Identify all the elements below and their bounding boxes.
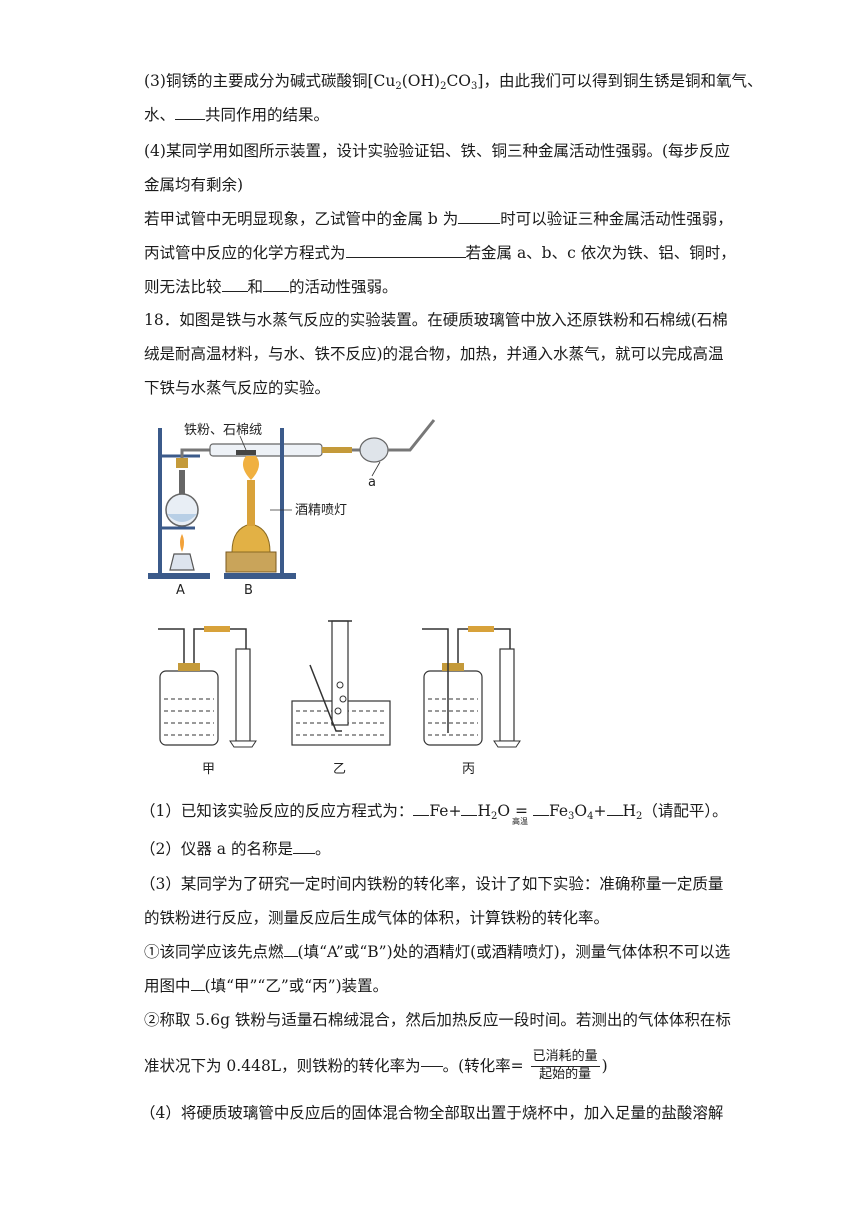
q18-sub3-line2: 的铁粉进行反应，测量反应后生成气体的体积，计算铁粉的转化率。 bbox=[144, 909, 610, 927]
q17-part3-line1: (3)铜锈的主要成分为碱式碳酸铜[Cu2(OH)2CO3]，由此我们可以得到铜生… bbox=[144, 72, 763, 92]
q17-part4-line5: 则无法比较和的活动性强弱。 bbox=[144, 278, 398, 296]
pointer-iron bbox=[239, 435, 247, 451]
iron-powder bbox=[236, 450, 256, 455]
answer-blank[interactable] bbox=[221, 290, 248, 292]
stand-a-base bbox=[148, 573, 210, 579]
q18-sub1: （1）已知该实验反应的反应方程式为：Fe+H2O =高温 Fe3O4+H2（请配… bbox=[140, 802, 728, 826]
right-connector bbox=[322, 447, 352, 453]
alcohol-blast-lamp bbox=[231, 523, 271, 553]
answer-blank[interactable] bbox=[283, 955, 298, 957]
q18-sub3-2-line2: 准状况下为 0.448L，则铁粉的转化率为。(转化率= 已消耗的量起始的量) bbox=[144, 1049, 608, 1083]
conversion-rate-fraction: 已消耗的量起始的量 bbox=[530, 1049, 600, 1083]
q18-sub3-1-line1: ①该同学应该先点燃(填“A”或“B”)处的酒精灯(或酒精喷灯)，测量气体体积不可… bbox=[144, 943, 731, 961]
answer-blank[interactable] bbox=[420, 1065, 443, 1068]
alcohol-lamp-a bbox=[169, 553, 195, 571]
q18-intro-line1: 18．如图是铁与水蒸气反应的实验装置。在硬质玻璃管中放入还原铁粉和石棉绒(石棉 bbox=[144, 311, 728, 329]
answer-blank[interactable] bbox=[345, 256, 466, 258]
label-a: a bbox=[368, 475, 376, 490]
answer-blank[interactable] bbox=[263, 290, 290, 292]
flame-b bbox=[242, 456, 260, 480]
label-A: A bbox=[176, 583, 185, 598]
lamp-b-base bbox=[225, 551, 277, 573]
q17-part4-line2: 金属均有剩余) bbox=[144, 176, 244, 194]
answer-blank[interactable] bbox=[190, 989, 205, 991]
label-jia: 甲 bbox=[202, 762, 215, 777]
device-jia bbox=[158, 626, 257, 748]
lamp-b-stem bbox=[247, 480, 255, 526]
connecting-tube bbox=[180, 448, 210, 458]
answer-blank[interactable] bbox=[292, 852, 315, 854]
fraction-denominator: 起始的量 bbox=[539, 1066, 592, 1082]
flask-stopper bbox=[176, 458, 188, 468]
flame-a bbox=[180, 534, 184, 552]
q18-sub2: （2）仪器 a 的名称是。 bbox=[140, 840, 331, 858]
stand-b-base bbox=[224, 573, 296, 579]
reaction-condition: =高温 bbox=[512, 802, 529, 826]
device-bing bbox=[422, 626, 521, 748]
answer-blank[interactable] bbox=[458, 222, 501, 224]
q17-part4-line3: 若甲试管中无明显现象，乙试管中的金属 b 为时可以验证三种金属活动性强弱， bbox=[144, 210, 733, 228]
drying-tube-bulb bbox=[359, 437, 389, 463]
label-bing: 丙 bbox=[462, 762, 475, 777]
answer-blank[interactable] bbox=[461, 814, 478, 816]
answer-blank[interactable] bbox=[606, 814, 623, 816]
stand-a-rod bbox=[158, 428, 162, 574]
gas-collection-figure: 甲 乙 丙 bbox=[158, 620, 521, 777]
label-yi: 乙 bbox=[333, 762, 346, 777]
answer-blank[interactable] bbox=[413, 814, 430, 816]
answer-blank[interactable] bbox=[532, 814, 549, 816]
outlet-tube bbox=[388, 419, 436, 452]
q17-part3-line2: 水、共同作用的结果。 bbox=[144, 106, 330, 124]
q18-intro-line2: 绒是耐高温材料，与水、铁不反应)的混合物，加热，并通入水蒸气，就可以完成高温 bbox=[144, 345, 724, 363]
q17-part4-line4: 丙试管中反应的化学方程式为若金属 a、b、c 依次为铁、铝、铜时， bbox=[144, 244, 736, 262]
hard-glass-tube bbox=[209, 443, 323, 457]
label-blast-lamp: 酒精喷灯 bbox=[295, 503, 347, 518]
q18-sub3-1-line2: 用图中(填“甲”“乙”或“丙”)装置。 bbox=[144, 977, 389, 995]
label-B: B bbox=[244, 583, 253, 598]
label-iron-asbestos: 铁粉、石棉绒 bbox=[184, 423, 262, 438]
q18-sub3-2-line1: ②称取 5.6g 铁粉与适量石棉绒混合，然后加热反应一段时间。若测出的气体体积在… bbox=[144, 1011, 731, 1029]
q18-sub4-line1: （4）将硬质玻璃管中反应后的固体混合物全部取出置于烧杯中，加入足量的盐酸溶解 bbox=[140, 1104, 724, 1122]
q18-sub3-line1: （3）某同学为了研究一定时间内铁粉的转化率，设计了如下实验：准确称量一定质量 bbox=[140, 875, 724, 893]
stand-b-rod bbox=[280, 428, 284, 574]
flask-water bbox=[167, 514, 197, 522]
fraction-numerator: 已消耗的量 bbox=[530, 1049, 600, 1067]
q18-intro-line3: 下铁与水蒸气反应的实验。 bbox=[144, 379, 331, 397]
device-yi bbox=[291, 620, 391, 746]
answer-blank[interactable] bbox=[175, 118, 206, 120]
q17-part4-line1: (4)某同学用如图所示装置，设计实验验证铝、铁、铜三种金属活动性强弱。(每步反应 bbox=[144, 142, 731, 160]
pointer-a bbox=[371, 461, 381, 477]
apparatus-figure: 铁粉、石棉绒 酒精喷灯 a A B bbox=[148, 419, 436, 598]
